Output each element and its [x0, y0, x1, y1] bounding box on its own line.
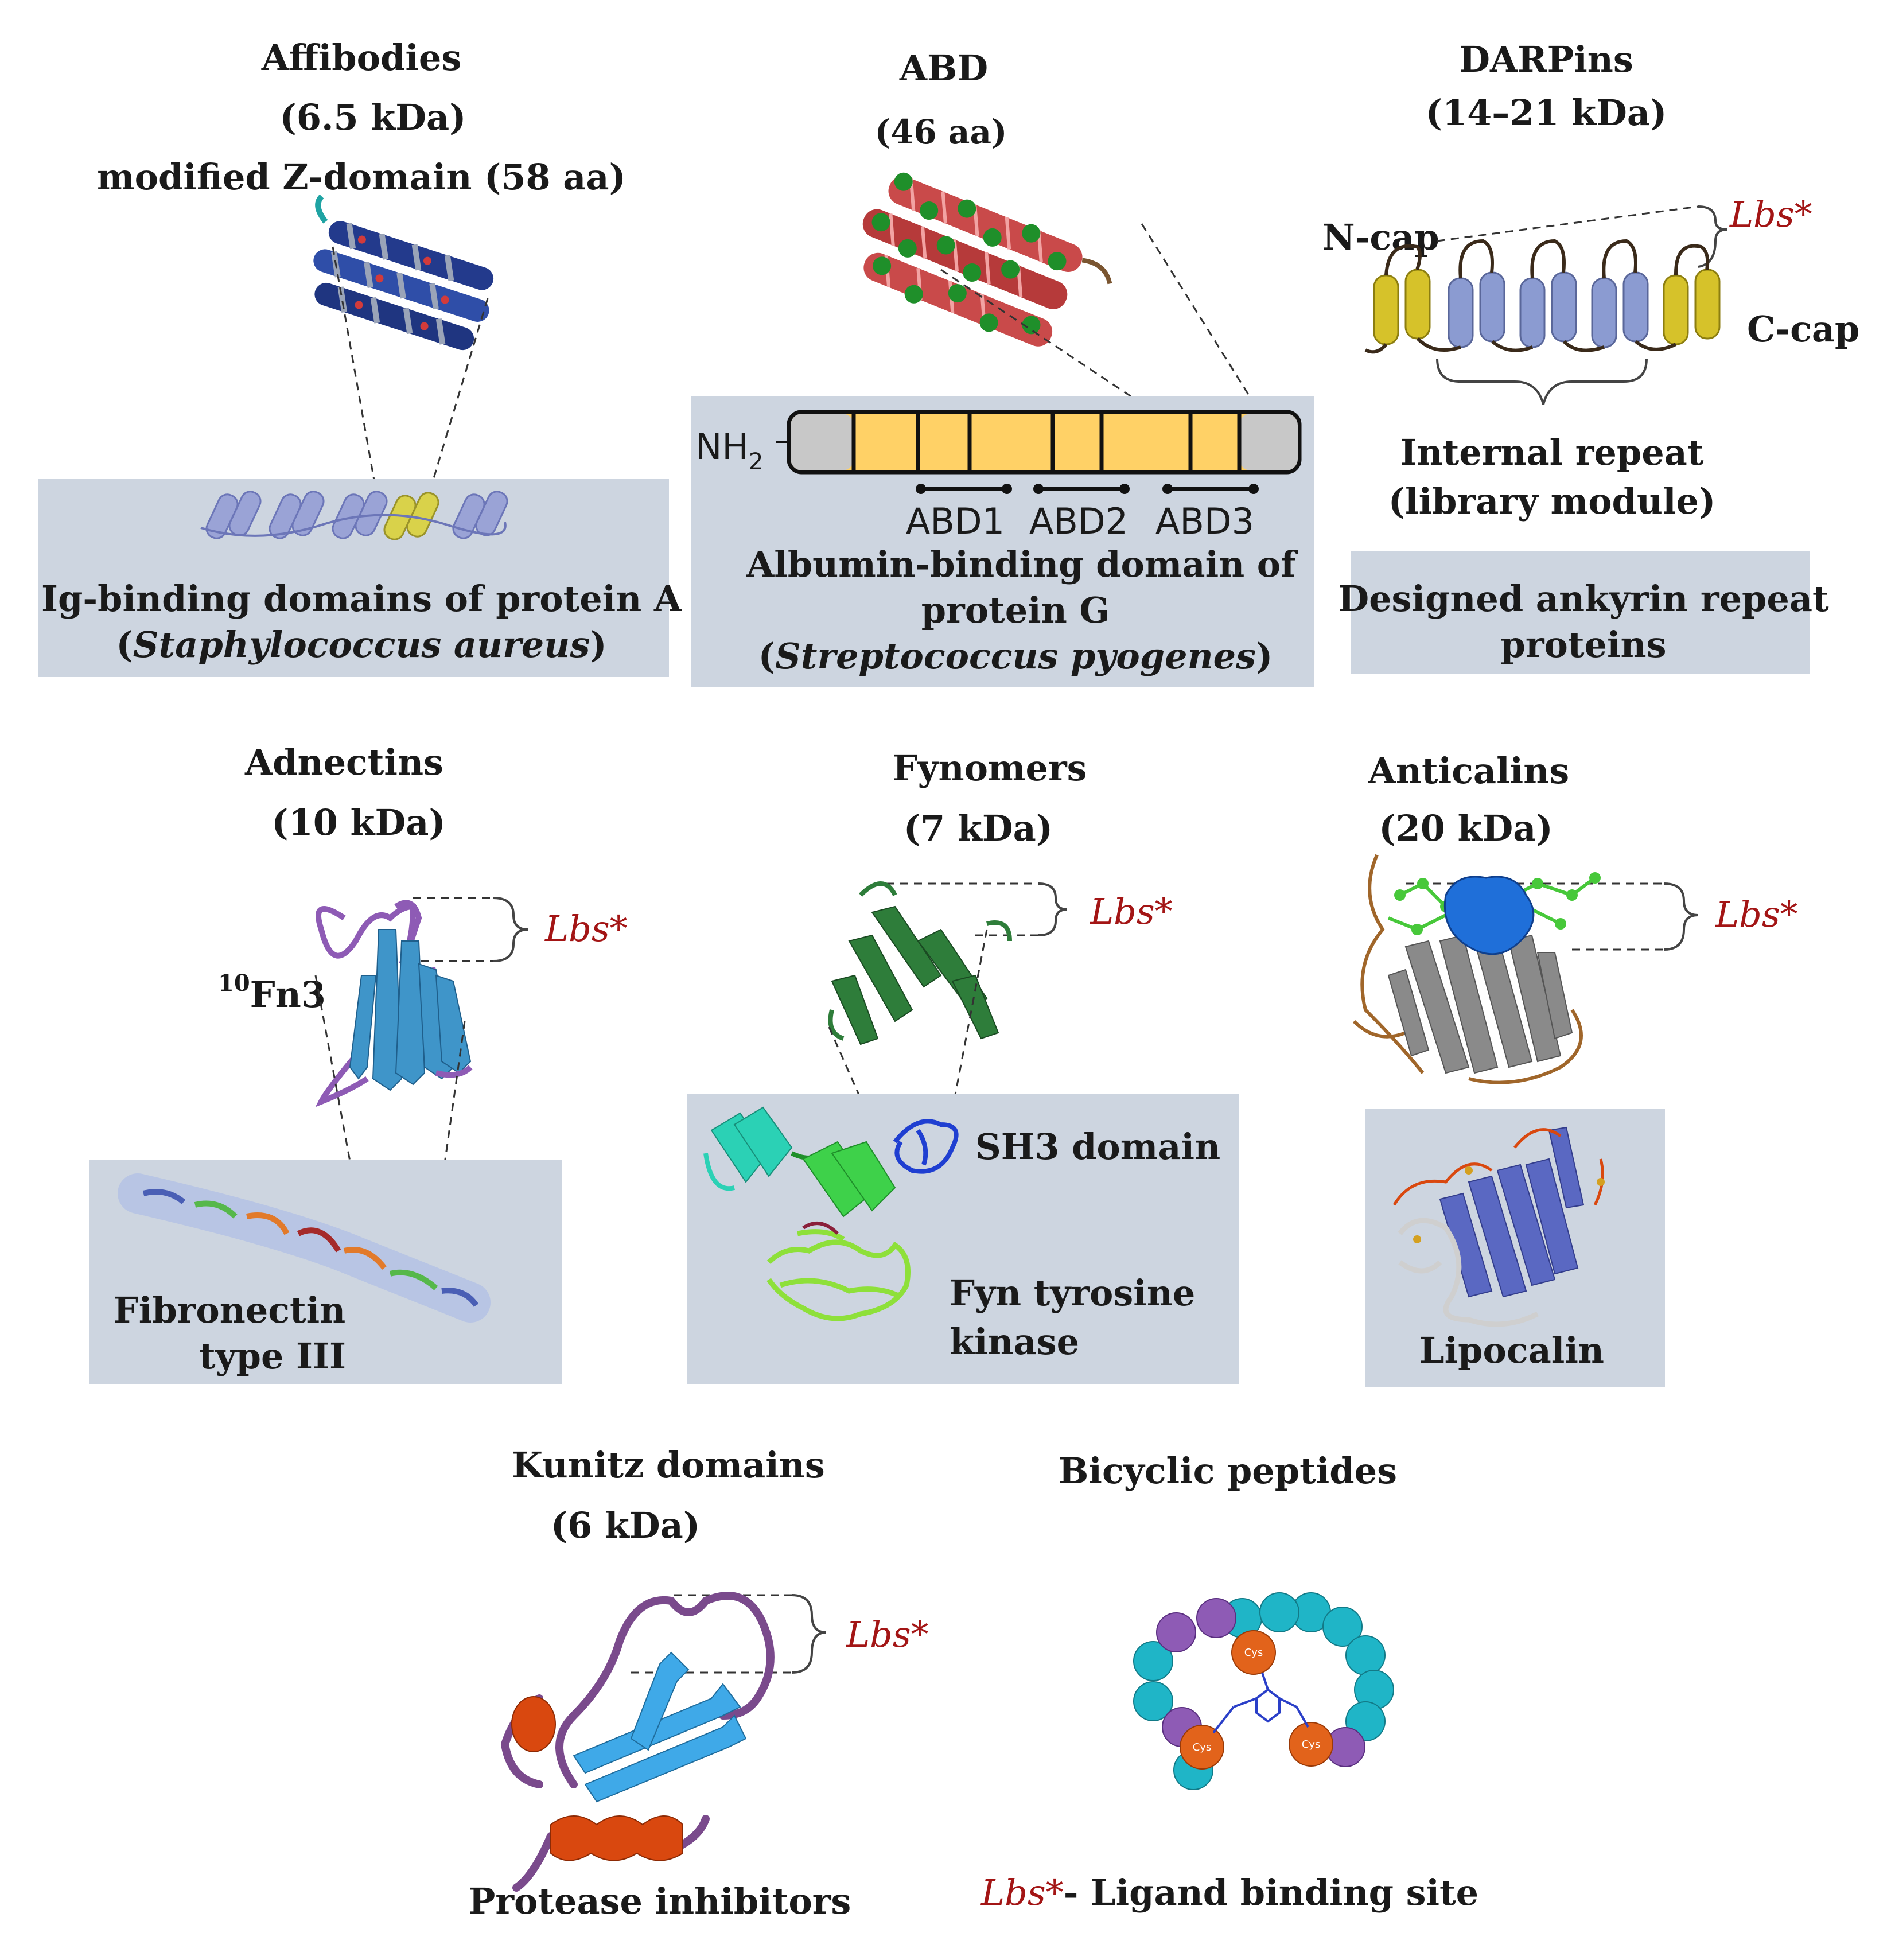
kunitz-mass: (6 kDa)	[551, 1504, 700, 1546]
anticalins-box-label: Lipocalin	[1419, 1329, 1604, 1371]
abd-domain-bar	[787, 410, 1302, 494]
abd-label-1: ABD1	[906, 500, 1005, 542]
kunitz-panel: Kunitz domains (6 kDa) Lbs* Protease i	[469, 1444, 929, 1922]
fynomers-mass: (7 kDa)	[904, 807, 1053, 849]
abd-label-3: ABD3	[1155, 500, 1254, 542]
kunitz-structure	[500, 1592, 775, 1892]
bicyclic-panel: Bicyclic peptides Cys Cys Cys	[980, 1450, 1478, 1914]
adnectins-fn3-label: 10Fn3	[218, 970, 326, 1016]
darpins-mass: (14–21 kDa)	[1426, 92, 1667, 134]
fynomers-title: Fynomers	[892, 747, 1087, 789]
adnectins-box-line1: Fibronectin	[114, 1289, 345, 1331]
abd-box-line1: Albumin-binding domain of	[746, 543, 1298, 585]
affibodies-panel: Affibodies (6.5 kDa) modified Z-domain (…	[38, 37, 682, 677]
adnectins-panel: Adnectins (10 kDa) 10Fn3 Lbs*	[89, 741, 628, 1384]
cys-label-1: Cys	[1244, 1647, 1263, 1659]
anticalins-source-box	[1365, 1109, 1665, 1387]
adnectins-title: Adnectins	[244, 741, 443, 783]
darpins-repeat-line1: Internal repeat	[1400, 431, 1704, 473]
adnectins-lbs: Lbs*	[544, 908, 628, 950]
darpins-repeat-line2: (library module)	[1388, 480, 1716, 522]
darpins-source-box	[1351, 551, 1810, 674]
anticalins-lbs: Lbs*	[1715, 893, 1798, 935]
fn3-structure	[315, 900, 473, 1107]
fynomers-sh3-label: SH3 domain	[975, 1126, 1220, 1168]
kunitz-caption: Protease inhibitors	[469, 1880, 851, 1922]
affibodies-mass: (6.5 kDa)	[279, 96, 466, 138]
fyn-kinase-structure	[703, 1106, 959, 1321]
darpins-ccap: C-cap	[1747, 308, 1859, 350]
fynomers-kinase-line1: Fyn tyrosine	[950, 1272, 1195, 1314]
adnectins-box-line2: type III	[199, 1335, 346, 1377]
fynomers-kinase-line2: kinase	[950, 1321, 1079, 1363]
z-domain-structure	[313, 194, 494, 351]
affibodies-description: modified Z-domain (58 aa)	[97, 156, 626, 198]
abd-label-2: ABD2	[1029, 500, 1128, 542]
kunitz-lbs: Lbs*	[846, 1613, 929, 1655]
lipocalin-structure	[1392, 1126, 1605, 1327]
darpins-box-line1: Designed ankyrin repeat	[1338, 578, 1829, 620]
anticalins-mass: (20 kDa)	[1379, 807, 1553, 849]
cys-label-2: Cys	[1193, 1741, 1212, 1753]
abd-title: ABD	[899, 47, 988, 89]
cys-label-3: Cys	[1302, 1739, 1321, 1751]
abd-panel: ABD (46 aa)	[691, 47, 1314, 687]
fibronectin-structure	[118, 1173, 491, 1323]
kunitz-title: Kunitz domains	[512, 1444, 825, 1486]
abd-box-line3: (Streptococcus pyogenes)	[758, 635, 1273, 677]
darpins-ncap: N-cap	[1322, 216, 1439, 258]
darpin-structure	[1364, 239, 1721, 354]
darpins-lbs: Lbs*	[1729, 193, 1812, 235]
fynomers-panel: Fynomers (7 kDa) Lbs*	[687, 747, 1239, 1384]
affibodies-title: Affibodies	[261, 37, 462, 79]
abd-structure	[862, 172, 1112, 347]
darpins-box-line2: proteins	[1501, 624, 1667, 666]
anticalin-structure	[1352, 854, 1601, 1084]
abd-length: (46 aa)	[875, 112, 1007, 151]
affibodies-box-line2: (Staphylococcus aureus)	[116, 624, 606, 666]
abd-nterm: NH2	[695, 426, 763, 475]
protein-a-domains	[200, 491, 508, 540]
abd-box-line2: protein G	[921, 589, 1110, 631]
darpins-panel: DARPins (14–21 kDa) N-cap C-cap Lbs*	[1322, 38, 1859, 674]
bicyclic-structure: Cys Cys Cys	[1133, 1592, 1394, 1790]
bicyclic-legend: Lbs*- Ligand binding site	[980, 1872, 1478, 1914]
fynomers-lbs: Lbs*	[1090, 890, 1173, 932]
anticalins-title: Anticalins	[1368, 750, 1569, 792]
darpins-title: DARPins	[1459, 38, 1633, 80]
anticalins-panel: Anticalins (20 kDa) Lbs*	[1352, 750, 1798, 1387]
bicyclic-title: Bicyclic peptides	[1059, 1450, 1397, 1492]
adnectins-mass: (10 kDa)	[271, 802, 445, 843]
affibodies-box-line1: Ig-binding domains of protein A	[41, 578, 682, 620]
sh3-structure	[828, 881, 1012, 1045]
